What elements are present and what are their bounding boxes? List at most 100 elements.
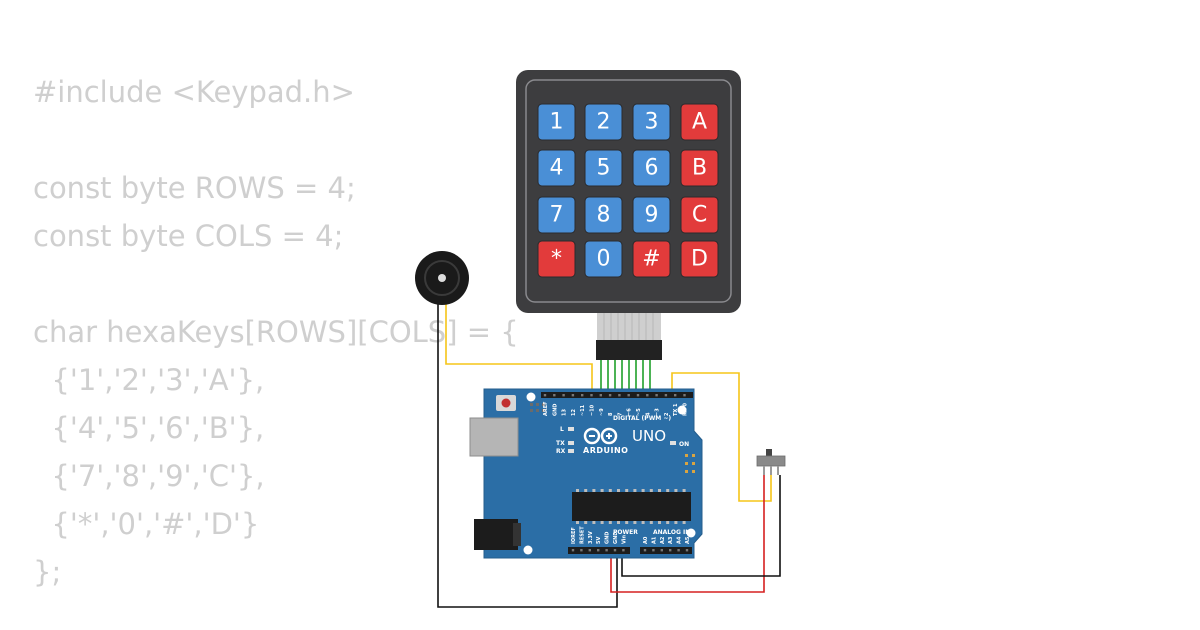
code-line: {'*','0','#','D'} xyxy=(33,507,260,541)
header-pin[interactable] xyxy=(581,394,584,397)
header-pin[interactable] xyxy=(571,549,575,552)
wire-buzzer-ground[interactable] xyxy=(437,300,618,608)
header-pin[interactable] xyxy=(608,394,612,397)
key-8[interactable]: 8 xyxy=(584,196,623,234)
header-pin[interactable] xyxy=(580,549,583,552)
pin-label: ~9 xyxy=(599,408,605,416)
svg-text:RX: RX xyxy=(556,448,566,455)
digital-header xyxy=(541,392,693,398)
header-pin[interactable] xyxy=(683,394,686,397)
reset-button[interactable] xyxy=(501,398,511,408)
board-brand: ARDUINO xyxy=(583,446,628,455)
pin-label: A1 xyxy=(651,536,657,544)
key-9[interactable]: 9 xyxy=(632,196,671,234)
pin-label: A4 xyxy=(677,536,683,544)
header-pin[interactable] xyxy=(643,549,647,552)
key-B[interactable]: B xyxy=(680,149,719,187)
header-pin[interactable] xyxy=(618,394,621,397)
key-2[interactable]: 2 xyxy=(584,103,623,141)
pin-label: GND xyxy=(605,532,611,544)
key-label: C xyxy=(692,203,707,228)
key-5[interactable]: 5 xyxy=(584,149,623,187)
pin-label: Vin xyxy=(621,535,627,544)
header-pin[interactable] xyxy=(669,549,672,552)
key-label: 3 xyxy=(645,110,659,135)
pin-label: GND xyxy=(613,532,619,544)
key-7[interactable]: 7 xyxy=(537,196,576,234)
microcontroller-chip xyxy=(572,492,691,521)
pin-label: A0 xyxy=(643,536,649,544)
key-label: B xyxy=(692,156,707,181)
header-pin[interactable] xyxy=(674,394,677,397)
pin-label: A3 xyxy=(668,536,674,544)
code-line: #include <Keypad.h> xyxy=(33,75,355,109)
key-label: 1 xyxy=(550,110,564,135)
pin-label: ~11 xyxy=(580,404,586,416)
key-0[interactable]: 0 xyxy=(584,240,623,278)
wire-switch-ground[interactable] xyxy=(621,475,781,577)
piezo-buzzer[interactable] xyxy=(415,251,469,305)
header-pin[interactable] xyxy=(636,394,640,397)
wire-buzzer-signal[interactable] xyxy=(445,294,593,393)
key-#[interactable]: # xyxy=(632,240,671,278)
header-pin[interactable] xyxy=(652,549,655,552)
header-pin[interactable] xyxy=(553,394,556,397)
header-pin[interactable] xyxy=(627,394,630,397)
header-pin[interactable] xyxy=(590,394,593,397)
header-pin[interactable] xyxy=(588,549,591,552)
header-pin[interactable] xyxy=(613,549,617,552)
key-C[interactable]: C xyxy=(680,196,719,234)
wire-switch-signal[interactable] xyxy=(671,372,772,502)
pin-label: 13 xyxy=(562,409,568,416)
code-line: {'1','2','3','A'}, xyxy=(33,363,265,397)
header-pin[interactable] xyxy=(655,394,658,397)
header-pin[interactable] xyxy=(562,394,565,397)
key-label: * xyxy=(551,247,562,272)
svg-text:L: L xyxy=(560,426,564,433)
key-A[interactable]: A xyxy=(680,103,719,141)
key-label: 6 xyxy=(645,156,659,181)
header-pin[interactable] xyxy=(664,394,668,397)
header-pin[interactable] xyxy=(646,394,649,397)
key-label: 5 xyxy=(597,156,611,181)
key-3[interactable]: 3 xyxy=(632,103,671,141)
keypad-face xyxy=(525,79,732,303)
key-6[interactable]: 6 xyxy=(632,149,671,187)
pin-label: ~10 xyxy=(590,404,596,416)
digital-label: DIGITAL (PWM ~) xyxy=(613,415,671,422)
wire-switch-power[interactable] xyxy=(610,475,765,593)
wires xyxy=(437,294,781,608)
header-pin[interactable] xyxy=(660,549,663,552)
header-pin[interactable] xyxy=(599,394,602,397)
key-4[interactable]: 4 xyxy=(537,149,576,187)
header-pin[interactable] xyxy=(597,549,600,552)
svg-text:TX: TX xyxy=(556,440,565,447)
key-1[interactable]: 1 xyxy=(537,103,576,141)
pin-label: ~5 xyxy=(636,408,642,416)
pin-label: 4 xyxy=(645,412,651,416)
header-pin[interactable] xyxy=(571,394,575,397)
header-pin[interactable] xyxy=(685,549,689,552)
pin-label: RX 0 xyxy=(683,403,689,416)
code-line: const byte ROWS = 4; xyxy=(33,171,356,205)
header-pin[interactable] xyxy=(543,394,547,397)
key-*[interactable]: * xyxy=(537,240,576,278)
header-pin[interactable] xyxy=(622,549,625,552)
key-D[interactable]: D xyxy=(680,240,719,278)
header-pin[interactable] xyxy=(605,549,608,552)
power-jack xyxy=(474,519,518,550)
pin-label: 3.3V xyxy=(588,531,594,544)
svg-text:ON: ON xyxy=(679,441,689,448)
header-pin[interactable] xyxy=(677,549,680,552)
slide-switch[interactable] xyxy=(756,449,786,475)
pin-label: 5V xyxy=(596,537,602,544)
power-label: POWER xyxy=(613,529,638,536)
pin-label: RESET xyxy=(579,526,585,544)
key-label: 7 xyxy=(550,203,564,228)
board-model: UNO xyxy=(632,427,666,445)
wire-keypad-ribbon[interactable] xyxy=(600,360,651,393)
